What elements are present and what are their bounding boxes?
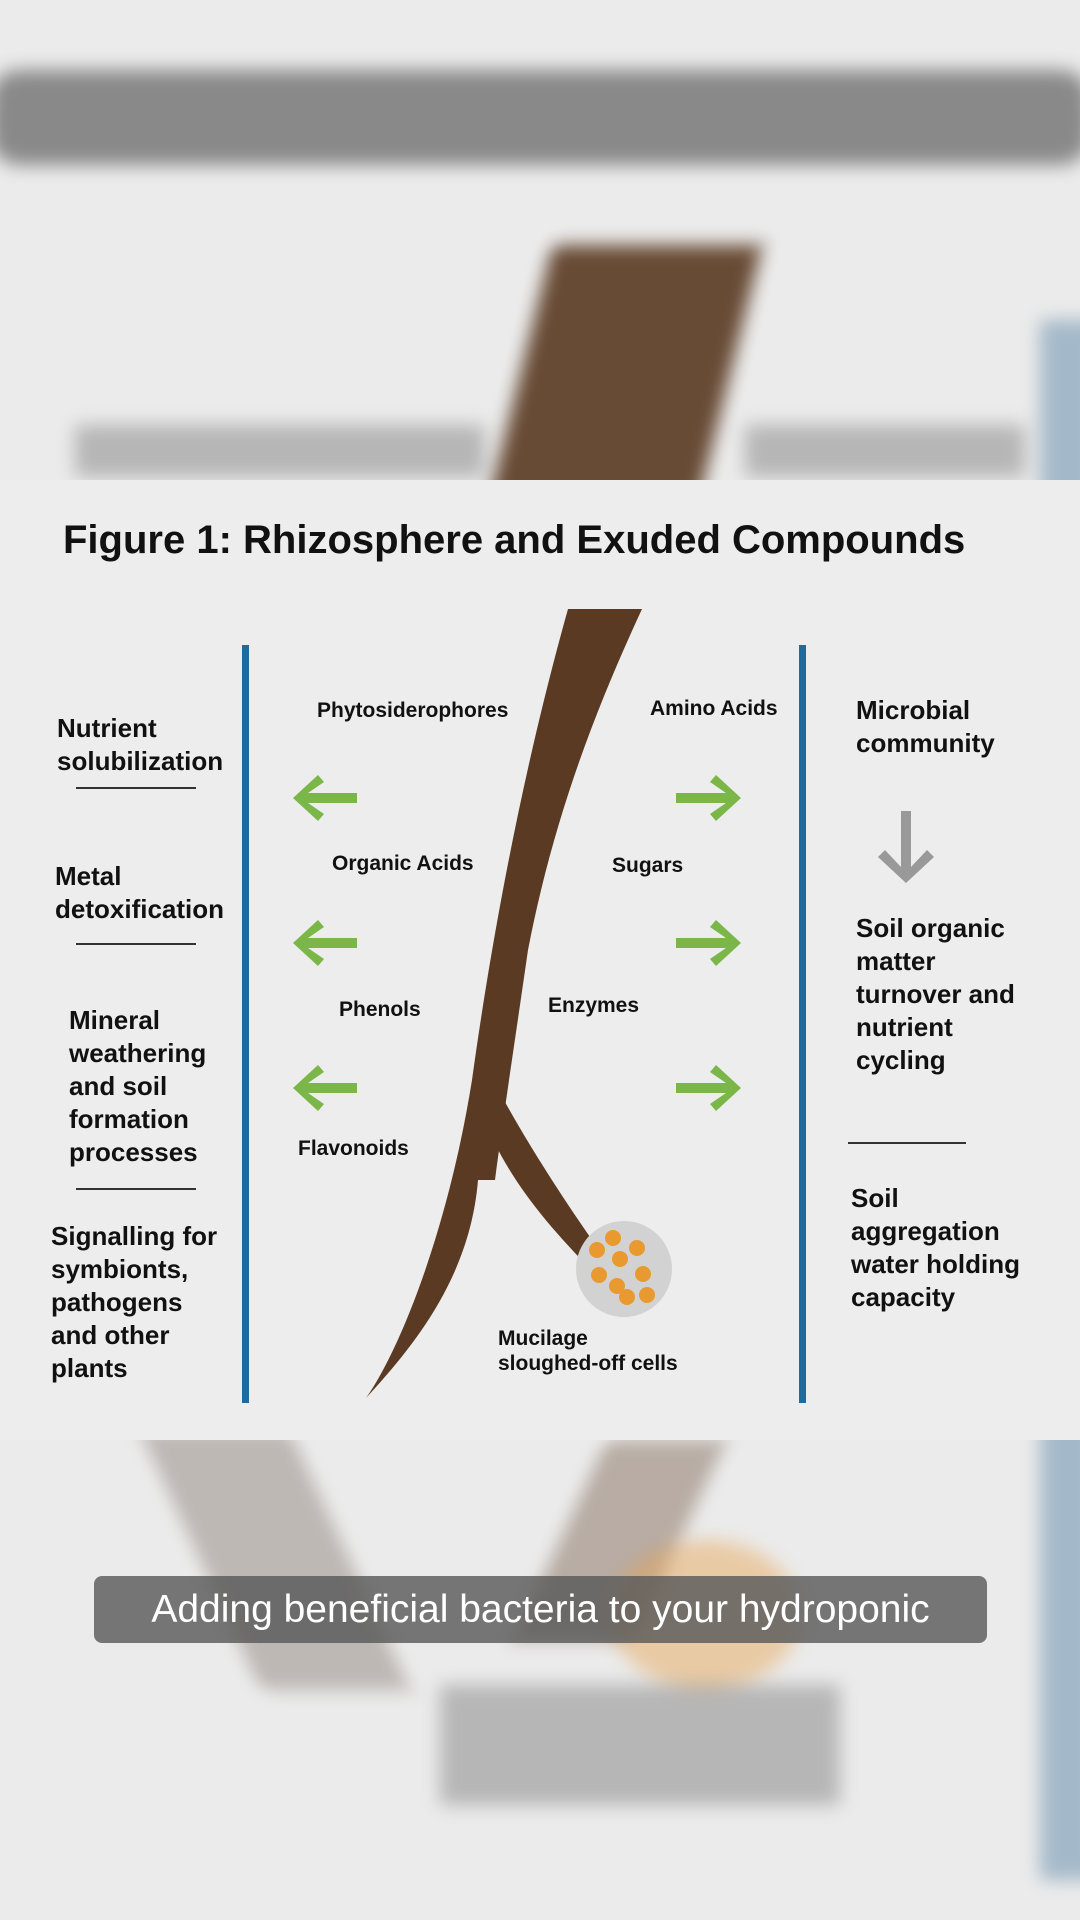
arrow-right-icon (676, 1065, 741, 1111)
label-mineral-weathering: Mineral weathering and soil formation pr… (69, 1005, 207, 1167)
separator (848, 1142, 966, 1144)
blurred-root-lower-left (139, 1430, 411, 1690)
label-nutrient-solubilization: Nutrient solubilization (57, 713, 224, 776)
arrow-left-icon (293, 920, 357, 966)
arrow-right-icon (676, 920, 741, 966)
video-caption: Adding beneficial bacteria to your hydro… (94, 1576, 987, 1643)
compound-organic-acids: Organic Acids (332, 852, 474, 875)
label-metal-detoxification: Metal detoxification (55, 861, 225, 924)
arrow-left-icon (293, 1065, 357, 1111)
compound-enzymes: Enzymes (548, 994, 640, 1017)
separator (76, 943, 196, 945)
compound-phenols: Phenols (339, 998, 421, 1021)
compound-amino-acids: Amino Acids (650, 697, 778, 720)
compound-flavonoids: Flavonoids (298, 1137, 409, 1160)
label-signalling: Signalling for symbionts, pathogens and … (51, 1221, 218, 1383)
blurred-text-right (745, 425, 1025, 477)
root-tip-cells-icon (576, 1221, 672, 1317)
compound-phytosiderophores: Phytosiderophores (317, 699, 509, 722)
separator (76, 787, 196, 789)
root-icon (366, 609, 642, 1398)
figure-panel: Figure 1: Rhizosphere and Exuded Compoun… (0, 480, 1080, 1440)
arrow-down-icon (878, 811, 934, 883)
root-diagram (293, 609, 934, 1398)
blurred-text-bottom (440, 1685, 840, 1805)
right-divider (799, 645, 806, 1403)
arrow-left-icon (293, 775, 357, 821)
figure-title: Figure 1: Rhizosphere and Exuded Compoun… (63, 518, 966, 562)
blurred-root-top (487, 245, 763, 505)
label-soil-aggregation: Soil aggregation water holding capacity (851, 1183, 1020, 1312)
compound-sugars: Sugars (612, 854, 684, 877)
blurred-text-left (75, 425, 485, 477)
separator (76, 1188, 196, 1190)
left-divider (242, 645, 249, 1403)
label-soil-organic-matter: Soil organic matter turnover and nutrien… (856, 913, 1015, 1075)
blurred-title (0, 70, 1080, 165)
label-root-tip: Mucilage sloughed-off cells (498, 1327, 678, 1375)
arrow-right-icon (676, 775, 741, 821)
label-microbial-community: Microbial community (856, 695, 995, 758)
